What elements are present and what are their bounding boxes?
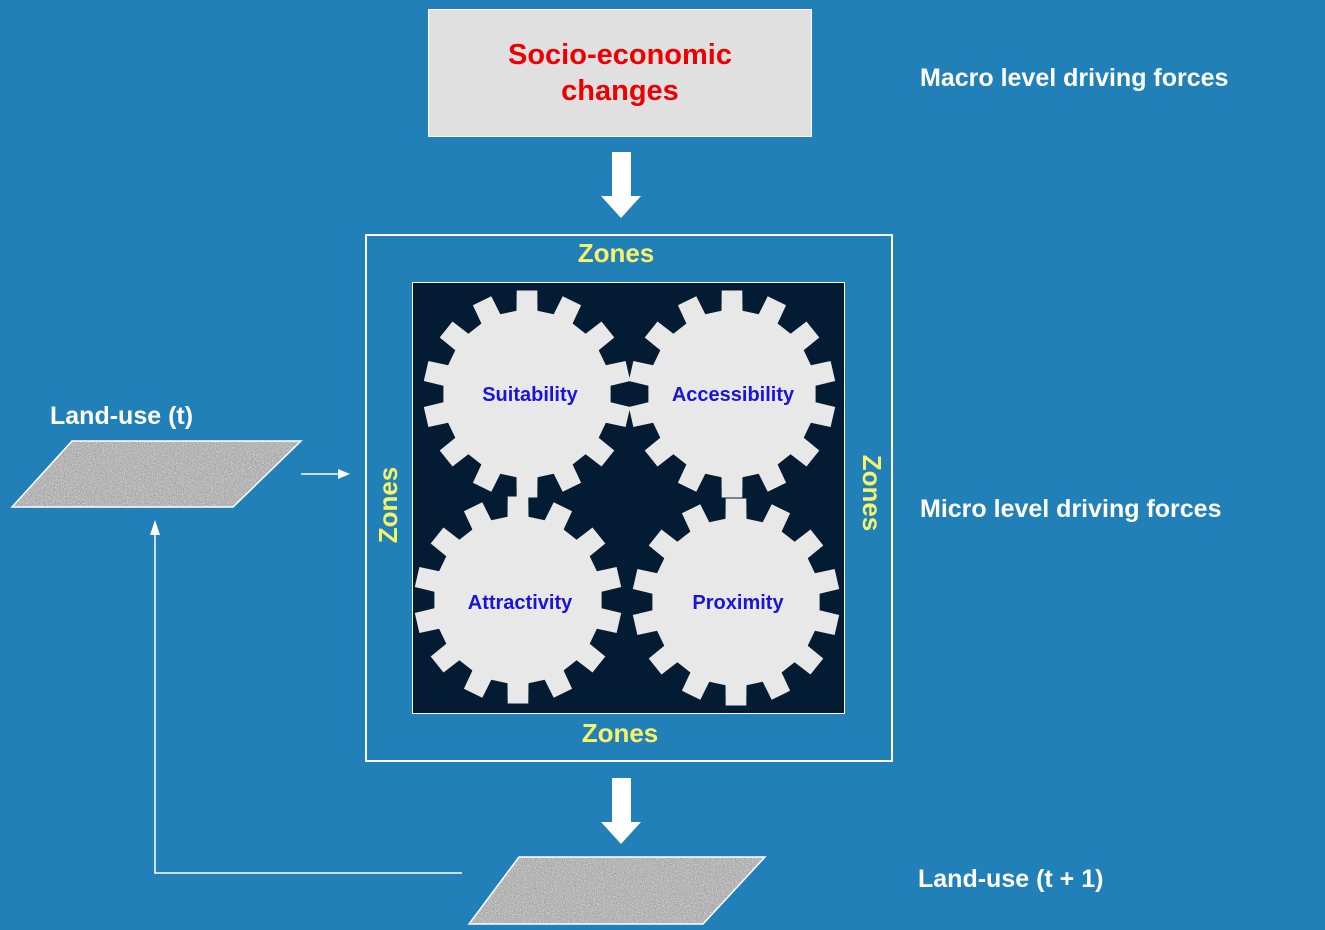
- gear-label-attractivity: Attractivity: [467, 592, 573, 614]
- gear-label-proximity: Proximity: [692, 592, 784, 614]
- land-use-map-next: [467, 856, 767, 925]
- land-use-current-label: Land-use (t): [50, 402, 194, 430]
- input-arrowhead: [338, 469, 350, 479]
- feedback-arrowhead: [150, 520, 160, 535]
- socio-economic-label: Socio-economic changes: [508, 39, 732, 107]
- down-arrow-bottom: [601, 778, 641, 844]
- socio-economic-box: Socio-economic changes: [428, 9, 812, 137]
- gear-label-accessibility: Accessibility: [671, 384, 795, 406]
- land-use-next-label: Land-use (t + 1): [918, 865, 1104, 893]
- micro-level-label: Micro level driving forces: [920, 495, 1222, 523]
- gear-label-suitability: Suitability: [482, 384, 578, 406]
- macro-level-label: Macro level driving forces: [920, 64, 1229, 92]
- zones-label-left: Zones: [373, 466, 403, 544]
- feedback-line: [154, 532, 462, 874]
- land-use-map-current: [10, 440, 303, 508]
- zones-frame: [365, 234, 893, 762]
- zones-label-top: Zones: [577, 238, 655, 268]
- down-arrow-top: [601, 152, 641, 218]
- zones-label-right: Zones: [857, 454, 887, 532]
- zones-label-bottom: Zones: [581, 718, 659, 748]
- driving-forces-panel: [412, 282, 845, 714]
